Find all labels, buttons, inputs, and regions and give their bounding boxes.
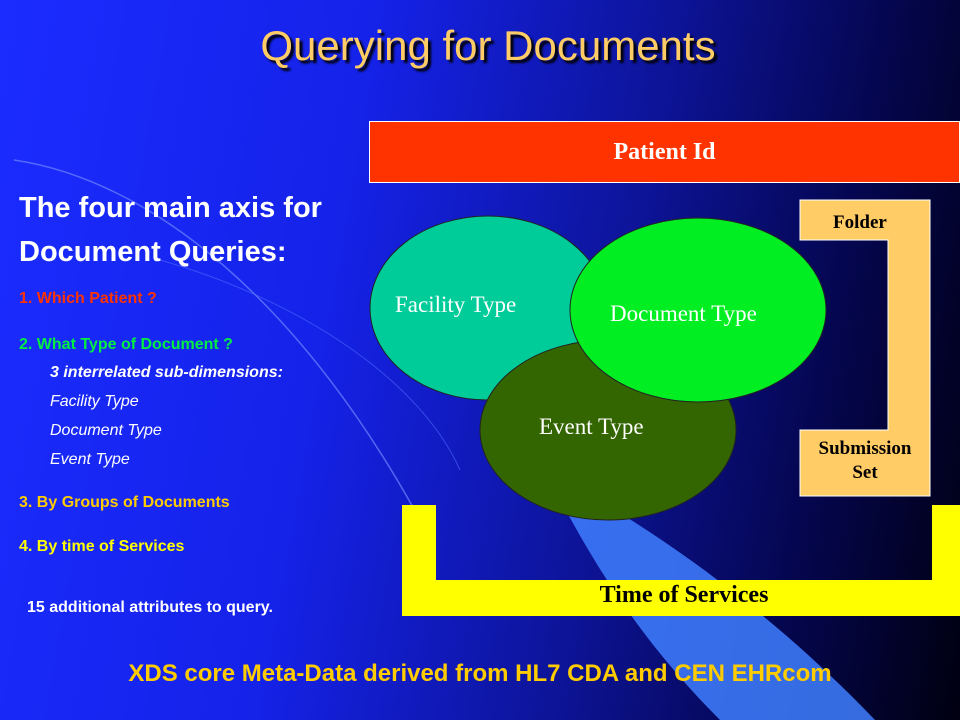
time-of-services-label: Time of Services xyxy=(599,582,769,608)
time-of-services-frame xyxy=(402,505,960,616)
list-item-groups: 3. By Groups of Documents xyxy=(19,494,230,511)
list-item-which-patient: 1. Which Patient ? xyxy=(19,290,157,307)
sub-dimensions-intro: 3 interrelated sub-dimensions: xyxy=(50,364,283,381)
footer-text: XDS core Meta-Data derived from HL7 CDA … xyxy=(128,660,832,687)
patient-id-label: Patient Id xyxy=(613,138,716,165)
list-item-time: 4. By time of Services xyxy=(19,538,185,555)
additional-attributes-note: 15 additional attributes to query. xyxy=(27,599,273,616)
thin-swoosh-line-2 xyxy=(159,259,461,471)
heading: The four main axis for Document Queries: xyxy=(19,186,419,274)
folder-submission-bracket xyxy=(799,199,931,497)
submission-line-2: Set xyxy=(852,462,878,483)
document-type-label: Document Type xyxy=(610,301,757,326)
folder-label: Folder xyxy=(833,212,887,233)
patient-id-bar: Patient Id xyxy=(369,121,960,183)
document-type-ellipse xyxy=(569,217,827,403)
thin-swoosh-line xyxy=(13,159,421,521)
submission-line-1: Submission xyxy=(818,438,912,459)
list-item-document-type: 2. What Type of Document ? xyxy=(19,336,233,353)
slide-title: Querying for Documents xyxy=(260,22,716,69)
heading-line-1: The four main axis for xyxy=(19,192,322,224)
submission-set-label: Submission Set xyxy=(798,437,932,485)
heading-line-2: Document Queries: xyxy=(19,236,287,268)
sub-dimension-facility: Facility Type xyxy=(50,393,139,410)
sub-dimension-document: Document Type xyxy=(50,422,162,439)
facility-type-label: Facility Type xyxy=(395,292,517,317)
sub-dimension-event: Event Type xyxy=(50,451,130,468)
event-type-label: Event Type xyxy=(539,414,644,439)
